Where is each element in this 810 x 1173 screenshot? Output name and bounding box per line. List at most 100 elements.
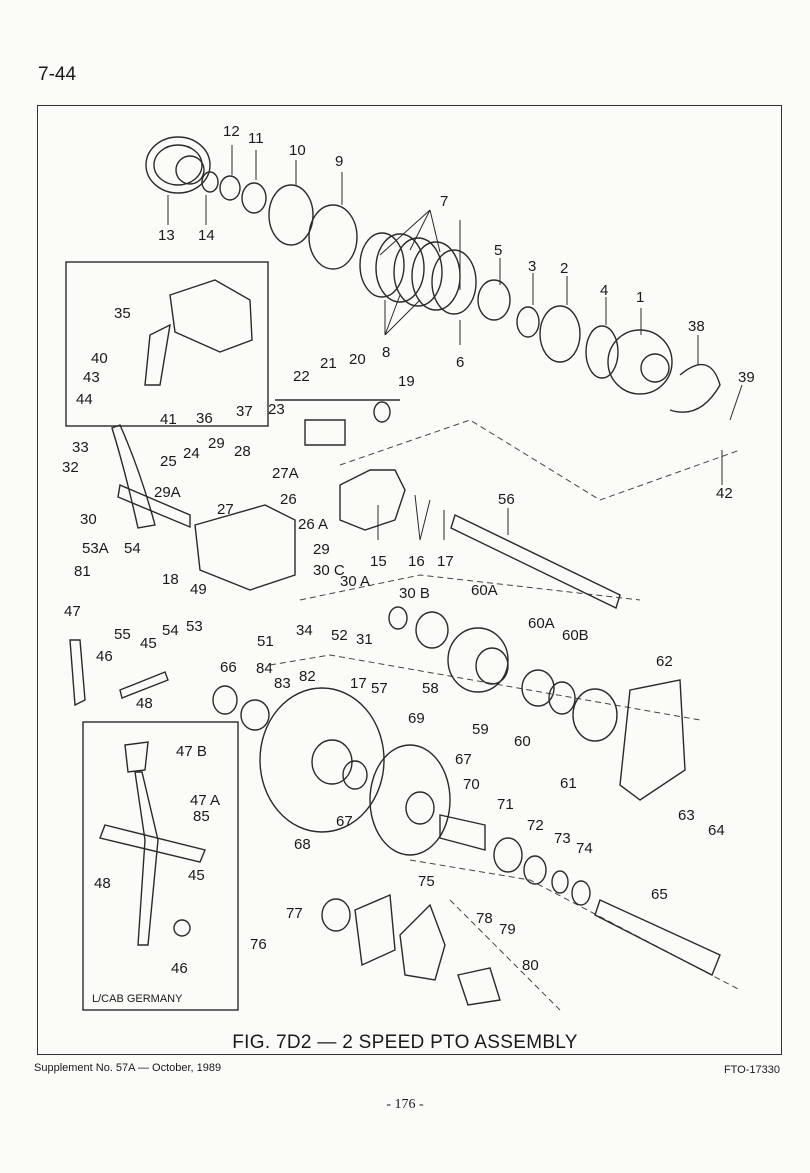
callout-25: 25 <box>160 453 177 470</box>
callout-34: 34 <box>296 622 313 639</box>
callout-14: 14 <box>198 227 215 244</box>
band-38 <box>669 363 721 413</box>
callout-60b: 60B <box>562 627 589 644</box>
ring-74 <box>571 880 591 906</box>
spool-30 <box>117 484 191 529</box>
spring-5 <box>477 279 511 321</box>
callout-12: 12 <box>223 123 240 140</box>
cap-80 <box>457 967 501 1006</box>
callout-labels: 1 2 3 6 4 5 7 8 9 10 11 12 13 14 15 16 1… <box>62 123 755 977</box>
callout-78: 78 <box>476 910 493 927</box>
callout-23: 23 <box>268 401 285 418</box>
callout-83: 83 <box>274 675 291 692</box>
callout-30b: 30 B <box>399 585 430 602</box>
callout-26: 26 <box>280 491 297 508</box>
page-folio: - 176 - <box>386 1097 424 1112</box>
callout-29a: 29A <box>154 484 181 501</box>
gear-59 <box>447 627 509 693</box>
callout-10: 10 <box>289 142 306 159</box>
snap-ring-61 <box>572 688 618 742</box>
callout-79: 79 <box>499 921 516 938</box>
seal-4 <box>585 325 619 379</box>
callout-58: 58 <box>422 680 439 697</box>
snap-ring-14 <box>201 171 219 193</box>
gasket-75 <box>354 893 396 967</box>
gear-69 <box>369 744 451 856</box>
callout-28: 28 <box>234 443 251 460</box>
page-number: 7-44 <box>38 64 77 85</box>
callout-17b: 17 <box>350 675 367 692</box>
bearing-58 <box>415 611 449 649</box>
callout-48: 48 <box>136 695 153 712</box>
callout-54: 54 <box>124 540 141 557</box>
inset-box-shifter <box>65 261 269 427</box>
callout-84: 84 <box>256 660 273 677</box>
ring-73 <box>551 870 569 894</box>
callout-76: 76 <box>250 936 267 953</box>
callout-32: 32 <box>62 459 79 476</box>
callout-22: 22 <box>293 368 310 385</box>
callout-33: 33 <box>72 439 89 456</box>
bearing-71 <box>493 837 523 873</box>
callout-13: 13 <box>158 227 175 244</box>
callout-20: 20 <box>349 351 366 368</box>
callout-18: 18 <box>162 571 179 588</box>
knob-47b <box>124 741 149 773</box>
callout-54b: 54 <box>162 622 179 639</box>
callout-9: 9 <box>335 153 343 170</box>
callout-82: 82 <box>299 668 316 685</box>
housing-15 <box>339 469 406 531</box>
callout-67b: 67 <box>336 813 353 830</box>
snap-ring-10 <box>268 184 314 246</box>
ring-57 <box>388 606 408 630</box>
inset-label: L/CAB GERMANY <box>92 993 183 1005</box>
bearing-66 <box>212 685 238 715</box>
lever-47a <box>134 771 159 946</box>
callout-70: 70 <box>463 776 480 793</box>
callout-47: 47 <box>64 603 81 620</box>
piston-2 <box>539 305 581 363</box>
callout-81: 81 <box>74 563 91 580</box>
ring-60b <box>548 681 576 715</box>
callout-21: 21 <box>320 355 337 372</box>
callout-65: 65 <box>651 886 668 903</box>
shaft-65 <box>594 899 721 976</box>
rod-45 <box>119 671 169 699</box>
callout-16: 16 <box>408 553 425 570</box>
bearing-83 <box>240 699 270 731</box>
lever-40 <box>144 323 171 386</box>
callout-74: 74 <box>576 840 593 857</box>
callout-27a: 27A <box>272 465 299 482</box>
callout-62: 62 <box>656 653 673 670</box>
callout-19: 19 <box>398 373 415 390</box>
callout-47a: 47 A <box>190 792 220 809</box>
ring-67 <box>342 760 368 790</box>
callout-73: 73 <box>554 830 571 847</box>
bracket-85 <box>99 824 206 863</box>
supplement-note: Supplement No. 57A — October, 1989 <box>34 1062 222 1074</box>
callout-57: 57 <box>371 680 388 697</box>
callout-56: 56 <box>498 491 515 508</box>
callout-30a: 30 A <box>340 573 370 590</box>
cover-62 <box>619 679 686 801</box>
callout-2: 2 <box>560 260 568 277</box>
callout-52: 52 <box>331 627 348 644</box>
spring-21 <box>304 419 346 446</box>
callout-46b: 46 <box>171 960 188 977</box>
callout-5: 5 <box>494 242 502 259</box>
callout-85: 85 <box>193 808 210 825</box>
callout-6: 6 <box>456 354 464 371</box>
callout-29: 29 <box>208 435 225 452</box>
knob-46-inset <box>173 919 191 937</box>
callout-51: 51 <box>257 633 274 650</box>
lever-47 <box>69 639 86 707</box>
callout-38: 38 <box>688 318 705 335</box>
callout-35: 35 <box>114 305 131 322</box>
ring-11 <box>241 182 267 214</box>
callout-61: 61 <box>560 775 577 792</box>
plate-9 <box>308 204 358 270</box>
callout-71: 71 <box>497 796 514 813</box>
callout-80: 80 <box>522 957 539 974</box>
callout-30c: 30 C <box>313 562 345 579</box>
callout-66: 66 <box>220 659 237 676</box>
